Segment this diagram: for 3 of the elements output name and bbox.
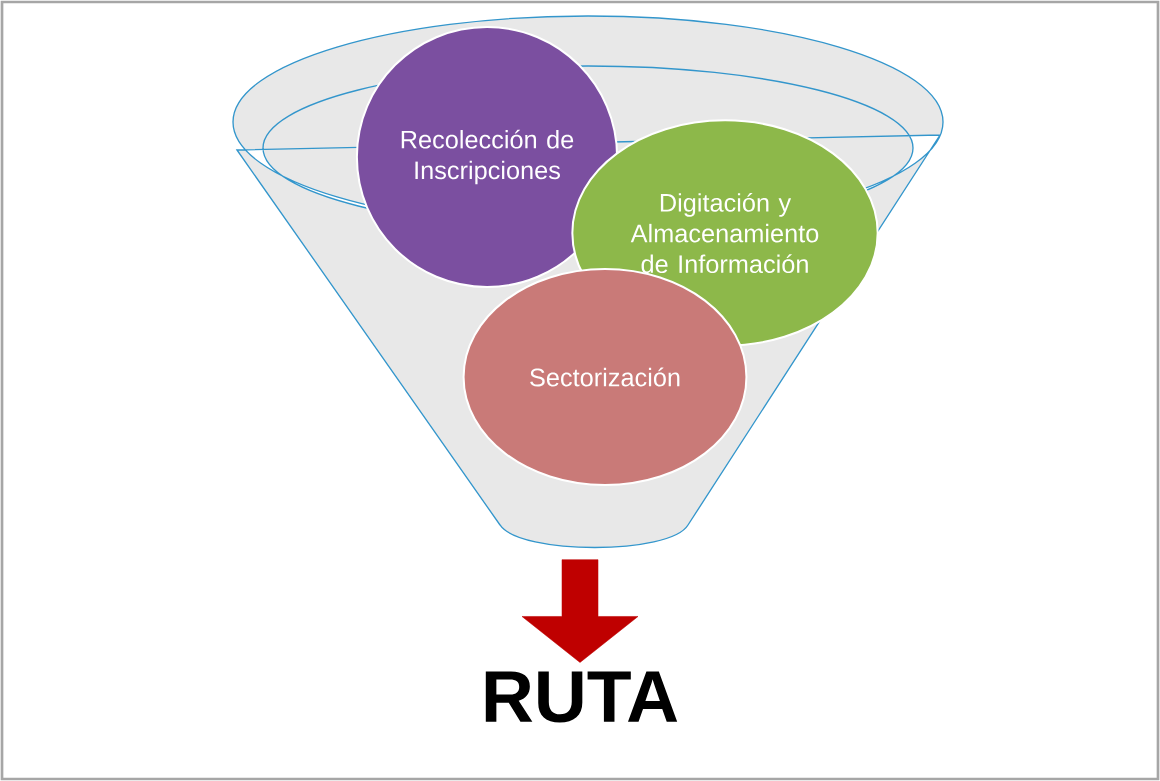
- funnel-drawing: [232, 15, 944, 549]
- result-text: RUTA: [485, 671, 678, 723]
- block-arrow: [521, 559, 639, 663]
